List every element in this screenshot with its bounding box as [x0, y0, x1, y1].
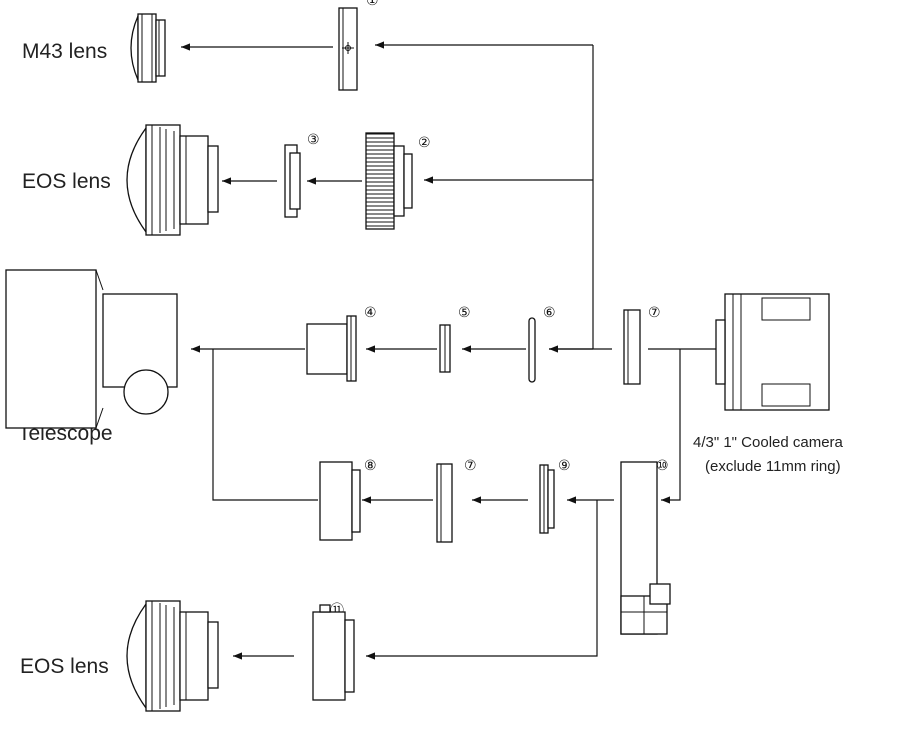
telescope-to-part-8: [212, 349, 318, 501]
callout-9: ⑨: [558, 458, 571, 474]
telescope-icon: [5, 269, 178, 429]
eos-lens-bottom-icon: [126, 600, 219, 712]
callout-2: ②: [418, 135, 431, 151]
callout-6: ⑥: [543, 305, 556, 321]
callout-7b: ⑦: [464, 458, 477, 474]
part-6-ring: [528, 317, 536, 383]
eos-lens-top-icon: [126, 124, 219, 236]
connector-lines: [181, 41, 716, 660]
camera-label-line2: (exclude 11mm ring): [705, 458, 841, 475]
part-5-ring: [439, 324, 451, 373]
m43-lens-icon: [130, 13, 166, 83]
part-1-adapter: [338, 7, 358, 91]
part-7-spacer-bottom: [436, 463, 453, 543]
part-2-eos-adapter: [365, 132, 413, 230]
cooled-camera-icon: [715, 293, 830, 411]
callout-7a: ⑦: [648, 305, 661, 321]
callout-4: ④: [364, 305, 377, 321]
part-8-adapter: [319, 461, 361, 541]
callout-3: ③: [307, 132, 320, 148]
part-11-eos-adapter: [312, 604, 355, 701]
camera-label-line1: 4/3" 1" Cooled camera: [693, 434, 844, 451]
part-7-spacer-top: [623, 309, 641, 385]
m43-lens-label: M43 lens: [22, 40, 107, 63]
callout-5: ⑤: [458, 305, 471, 321]
arrow-to-part-11: [366, 500, 598, 660]
eos-lens-top-label: EOS lens: [22, 170, 111, 193]
callout-8: ⑧: [364, 458, 377, 474]
callout-1: ①: [366, 0, 379, 9]
part-3-ring: [284, 144, 301, 218]
part-9-ring: [539, 464, 555, 534]
callout-10: ⑩: [656, 458, 669, 474]
part-10-filter-wheel: [620, 461, 671, 635]
arrow-to-part-10: [661, 349, 681, 504]
part-4-adapter: [306, 315, 357, 382]
eos-lens-bottom-label: EOS lens: [20, 655, 109, 678]
